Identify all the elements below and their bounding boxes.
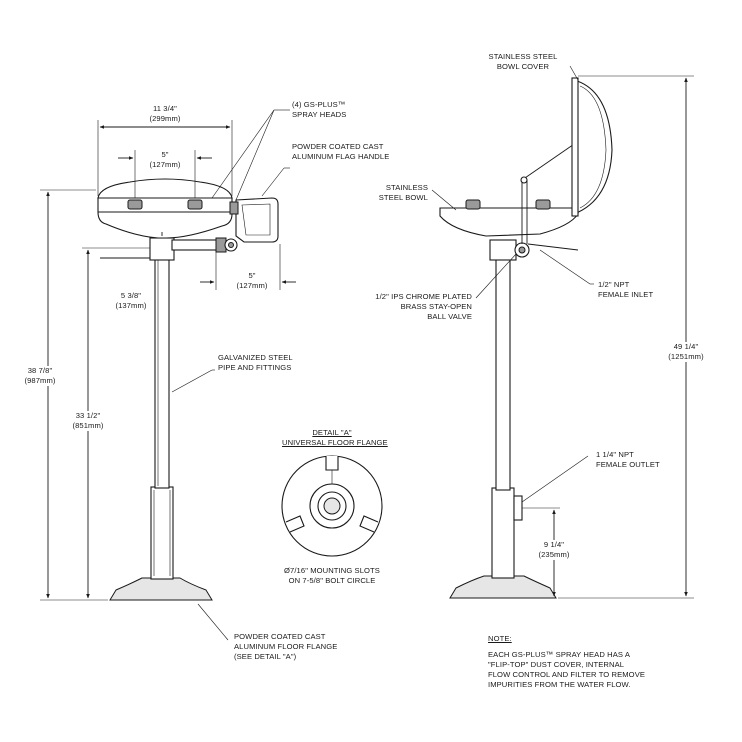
front-pipe-fitting: [149, 237, 175, 261]
side-linkage-arm: [521, 139, 581, 181]
front-bowl-cover: [97, 178, 233, 199]
front-flag-handle: [235, 197, 279, 243]
front-valve-body: [171, 239, 221, 251]
detail-slot-right: [359, 515, 379, 533]
head-spacing-dim-label: 5"(127mm): [149, 150, 181, 169]
inlet-height-dim-label: 5 3/8"(137mm): [115, 291, 147, 310]
detail-a-flange-drawing: [281, 455, 383, 557]
detail-title: DETAIL "A" UNIVERSAL FLOOR FLANGE: [282, 428, 388, 447]
side-lower-sleeve: [491, 487, 515, 579]
note-line: "FLIP-TOP" DUST COVER, INTERNAL: [488, 660, 625, 669]
note-heading: NOTE:: [488, 634, 512, 643]
front-view-drawing: [40, 109, 296, 641]
detail-slot-left: [285, 515, 305, 533]
side-overall-height-dim-label: 49 1/4"(1251mm): [658, 342, 714, 362]
note-line: FLOW CONTROL AND FILTER TO REMOVE: [488, 670, 646, 679]
front-floor-flange: [109, 577, 213, 601]
side-bowl: [439, 207, 579, 237]
side-pipe: [495, 257, 511, 491]
note-line: EACH GS-PLUS™ SPRAY HEAD HAS A: [488, 650, 630, 659]
note-block: NOTE: EACH GS-PLUS™ SPRAY HEAD HAS A "FL…: [488, 634, 645, 690]
side-floor-flange: [449, 575, 557, 599]
front-bowl: [97, 197, 233, 239]
front-spray-head-left: [127, 199, 143, 210]
bowl-height-dim-label: 33 1/2"(851mm): [62, 411, 114, 431]
overall-height-dim-label: 38 7/8"(987mm): [14, 366, 66, 386]
outlet-height-dim-label: 9 1/4"(235mm): [530, 540, 578, 560]
detail-slot-top: [325, 456, 339, 471]
front-spray-head-right: [187, 199, 203, 210]
width-dim-label: 11 3/4"(299mm): [149, 104, 181, 123]
side-view-drawing: [431, 65, 694, 599]
front-pipe: [154, 257, 170, 489]
note-line: IMPURITIES FROM THE WATER FLOW.: [488, 680, 631, 689]
side-bowl-cover: [573, 79, 613, 215]
detail-subtitle: UNIVERSAL FLOOR FLANGE: [282, 438, 388, 447]
handle-offset-dim-label: 5"(127mm): [236, 271, 268, 290]
